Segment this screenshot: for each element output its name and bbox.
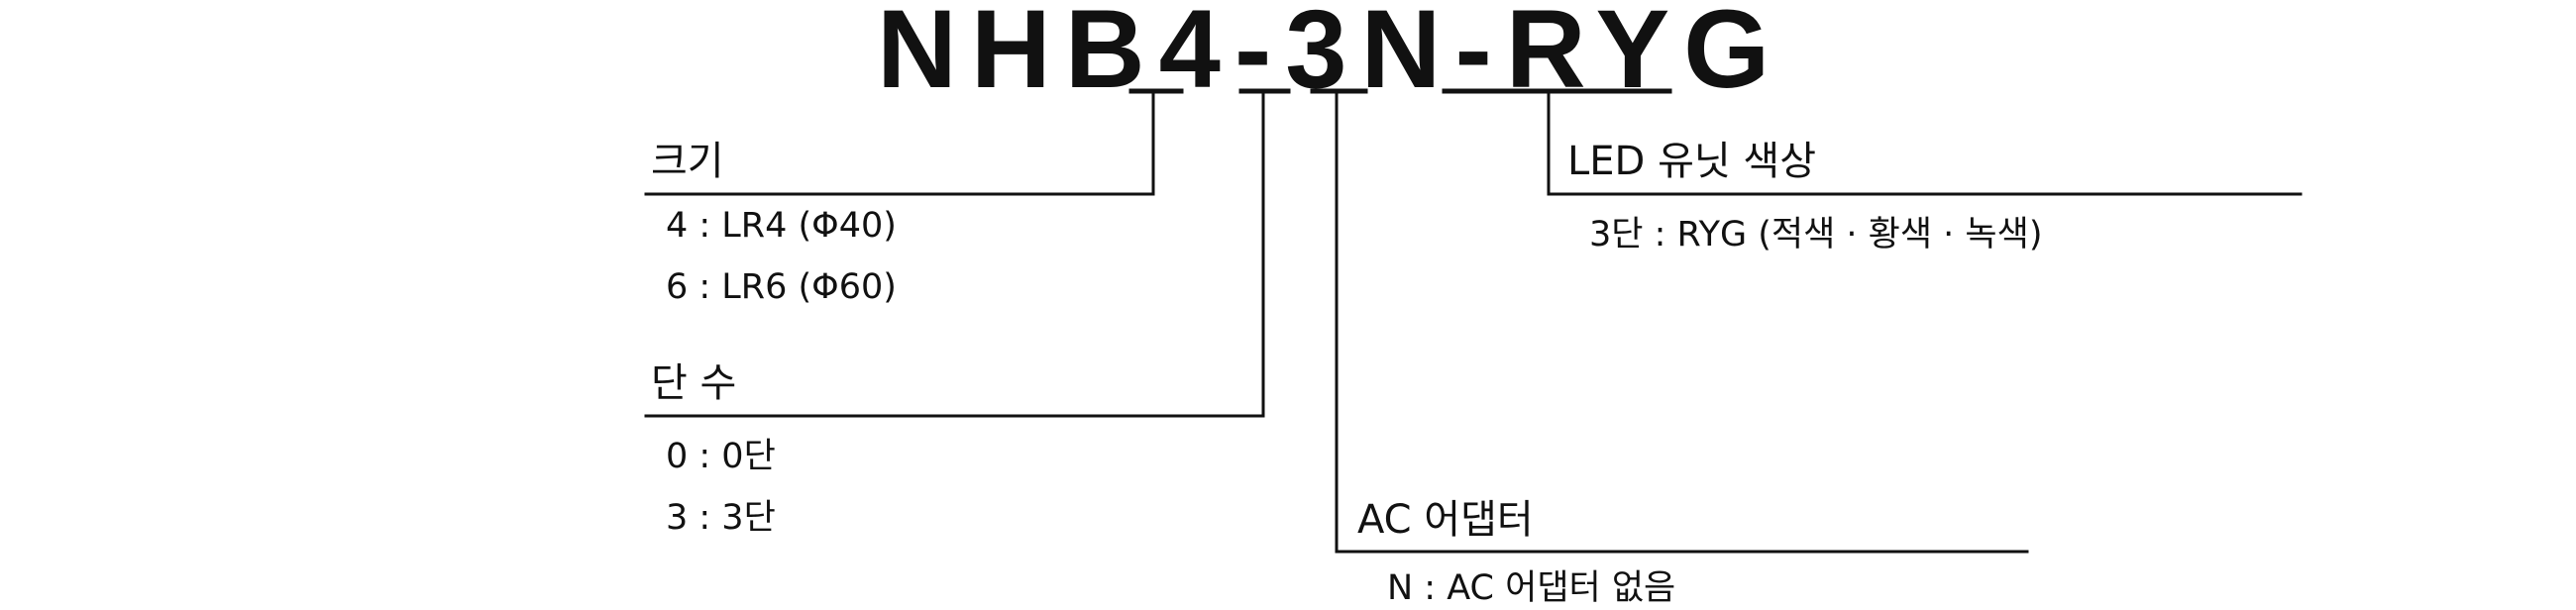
model-code: NHB4-3N-RYG xyxy=(877,0,1783,105)
code-prefix: NHB xyxy=(877,0,1159,111)
tiers-option-3: 3 : 3단 xyxy=(666,498,776,538)
led-title: LED 유닛 색상 xyxy=(1567,139,1816,184)
tiers-title: 단 수 xyxy=(651,360,737,406)
size-title: 크기 xyxy=(651,139,724,184)
size-option-4: 4 : LR4 (Φ40) xyxy=(666,206,897,246)
tiers-option-0: 0 : 0단 xyxy=(666,437,776,476)
code-dash-2: - xyxy=(1454,0,1506,111)
led-option-3: 3단 : RYG (적색 · 황색 · 녹색) xyxy=(1589,215,2043,254)
code-size: 4 xyxy=(1158,0,1234,111)
size-option-6: 6 : LR6 (Φ60) xyxy=(666,267,897,307)
code-dash-1: - xyxy=(1234,0,1286,111)
code-color: RYG xyxy=(1505,0,1784,111)
adapter-option-n: N : AC 어댑터 없음 xyxy=(1387,568,1676,608)
code-adapter: N xyxy=(1360,0,1455,111)
code-tiers: 3 xyxy=(1285,0,1361,111)
adapter-title: AC 어댑터 xyxy=(1357,497,1534,543)
